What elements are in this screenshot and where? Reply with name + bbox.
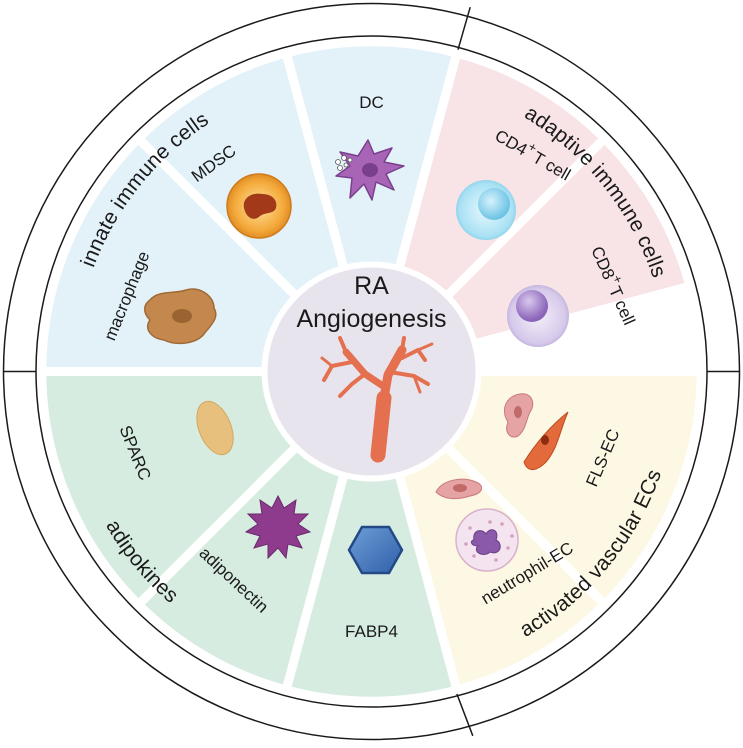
fabp4-hexagon-icon [347, 525, 404, 575]
ring-dividers [4, 6, 739, 737]
mdsc-icon [226, 173, 292, 239]
center-circle [261, 261, 482, 482]
label-dc: DC [359, 93, 384, 112]
neutrophil-icon [455, 508, 519, 572]
adiponectin-icon [244, 494, 312, 560]
dendritic-cell-icon [335, 139, 405, 201]
endothelial-cell-icon [435, 478, 483, 500]
cd8-t-cell-icon [507, 285, 569, 347]
center-title-line1: RA [354, 272, 389, 300]
cd4-t-cell-icon [456, 180, 516, 240]
blood-vessel-icon [320, 336, 434, 463]
sparc-icon [196, 400, 234, 456]
fls-cell-icon [504, 393, 569, 470]
macrophage-icon [144, 288, 217, 345]
label-fabp4: FABP4 [345, 622, 398, 641]
center-title-line2: Angiogenesis [296, 305, 446, 333]
